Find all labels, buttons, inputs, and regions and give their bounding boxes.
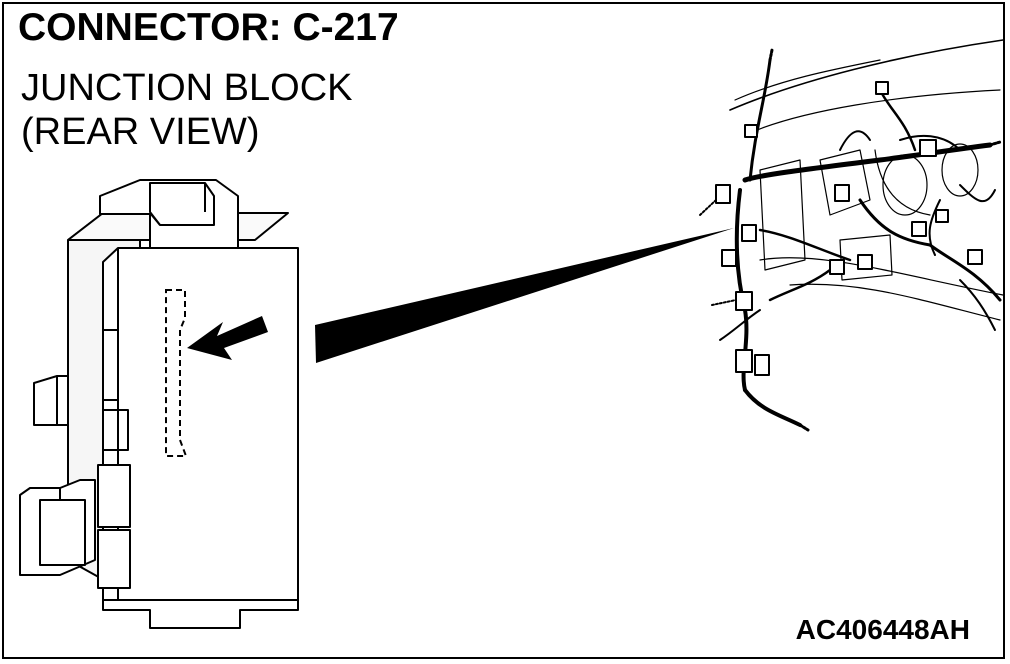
dashboard-harness-illustration [699, 39, 1004, 432]
connector-location-marker [165, 289, 188, 457]
view-label: (REAR VIEW) [21, 111, 260, 153]
figure-code: AC406448AH [795, 614, 970, 645]
component-label: JUNCTION BLOCK (REAR VIEW) [21, 66, 352, 154]
component-name: JUNCTION BLOCK [21, 67, 353, 109]
connector-pointer-arrow [187, 316, 268, 360]
connector-title: CONNECTOR: C-217 [18, 6, 399, 49]
leader-wedge [315, 228, 734, 363]
junction-block-illustration [19, 179, 299, 629]
